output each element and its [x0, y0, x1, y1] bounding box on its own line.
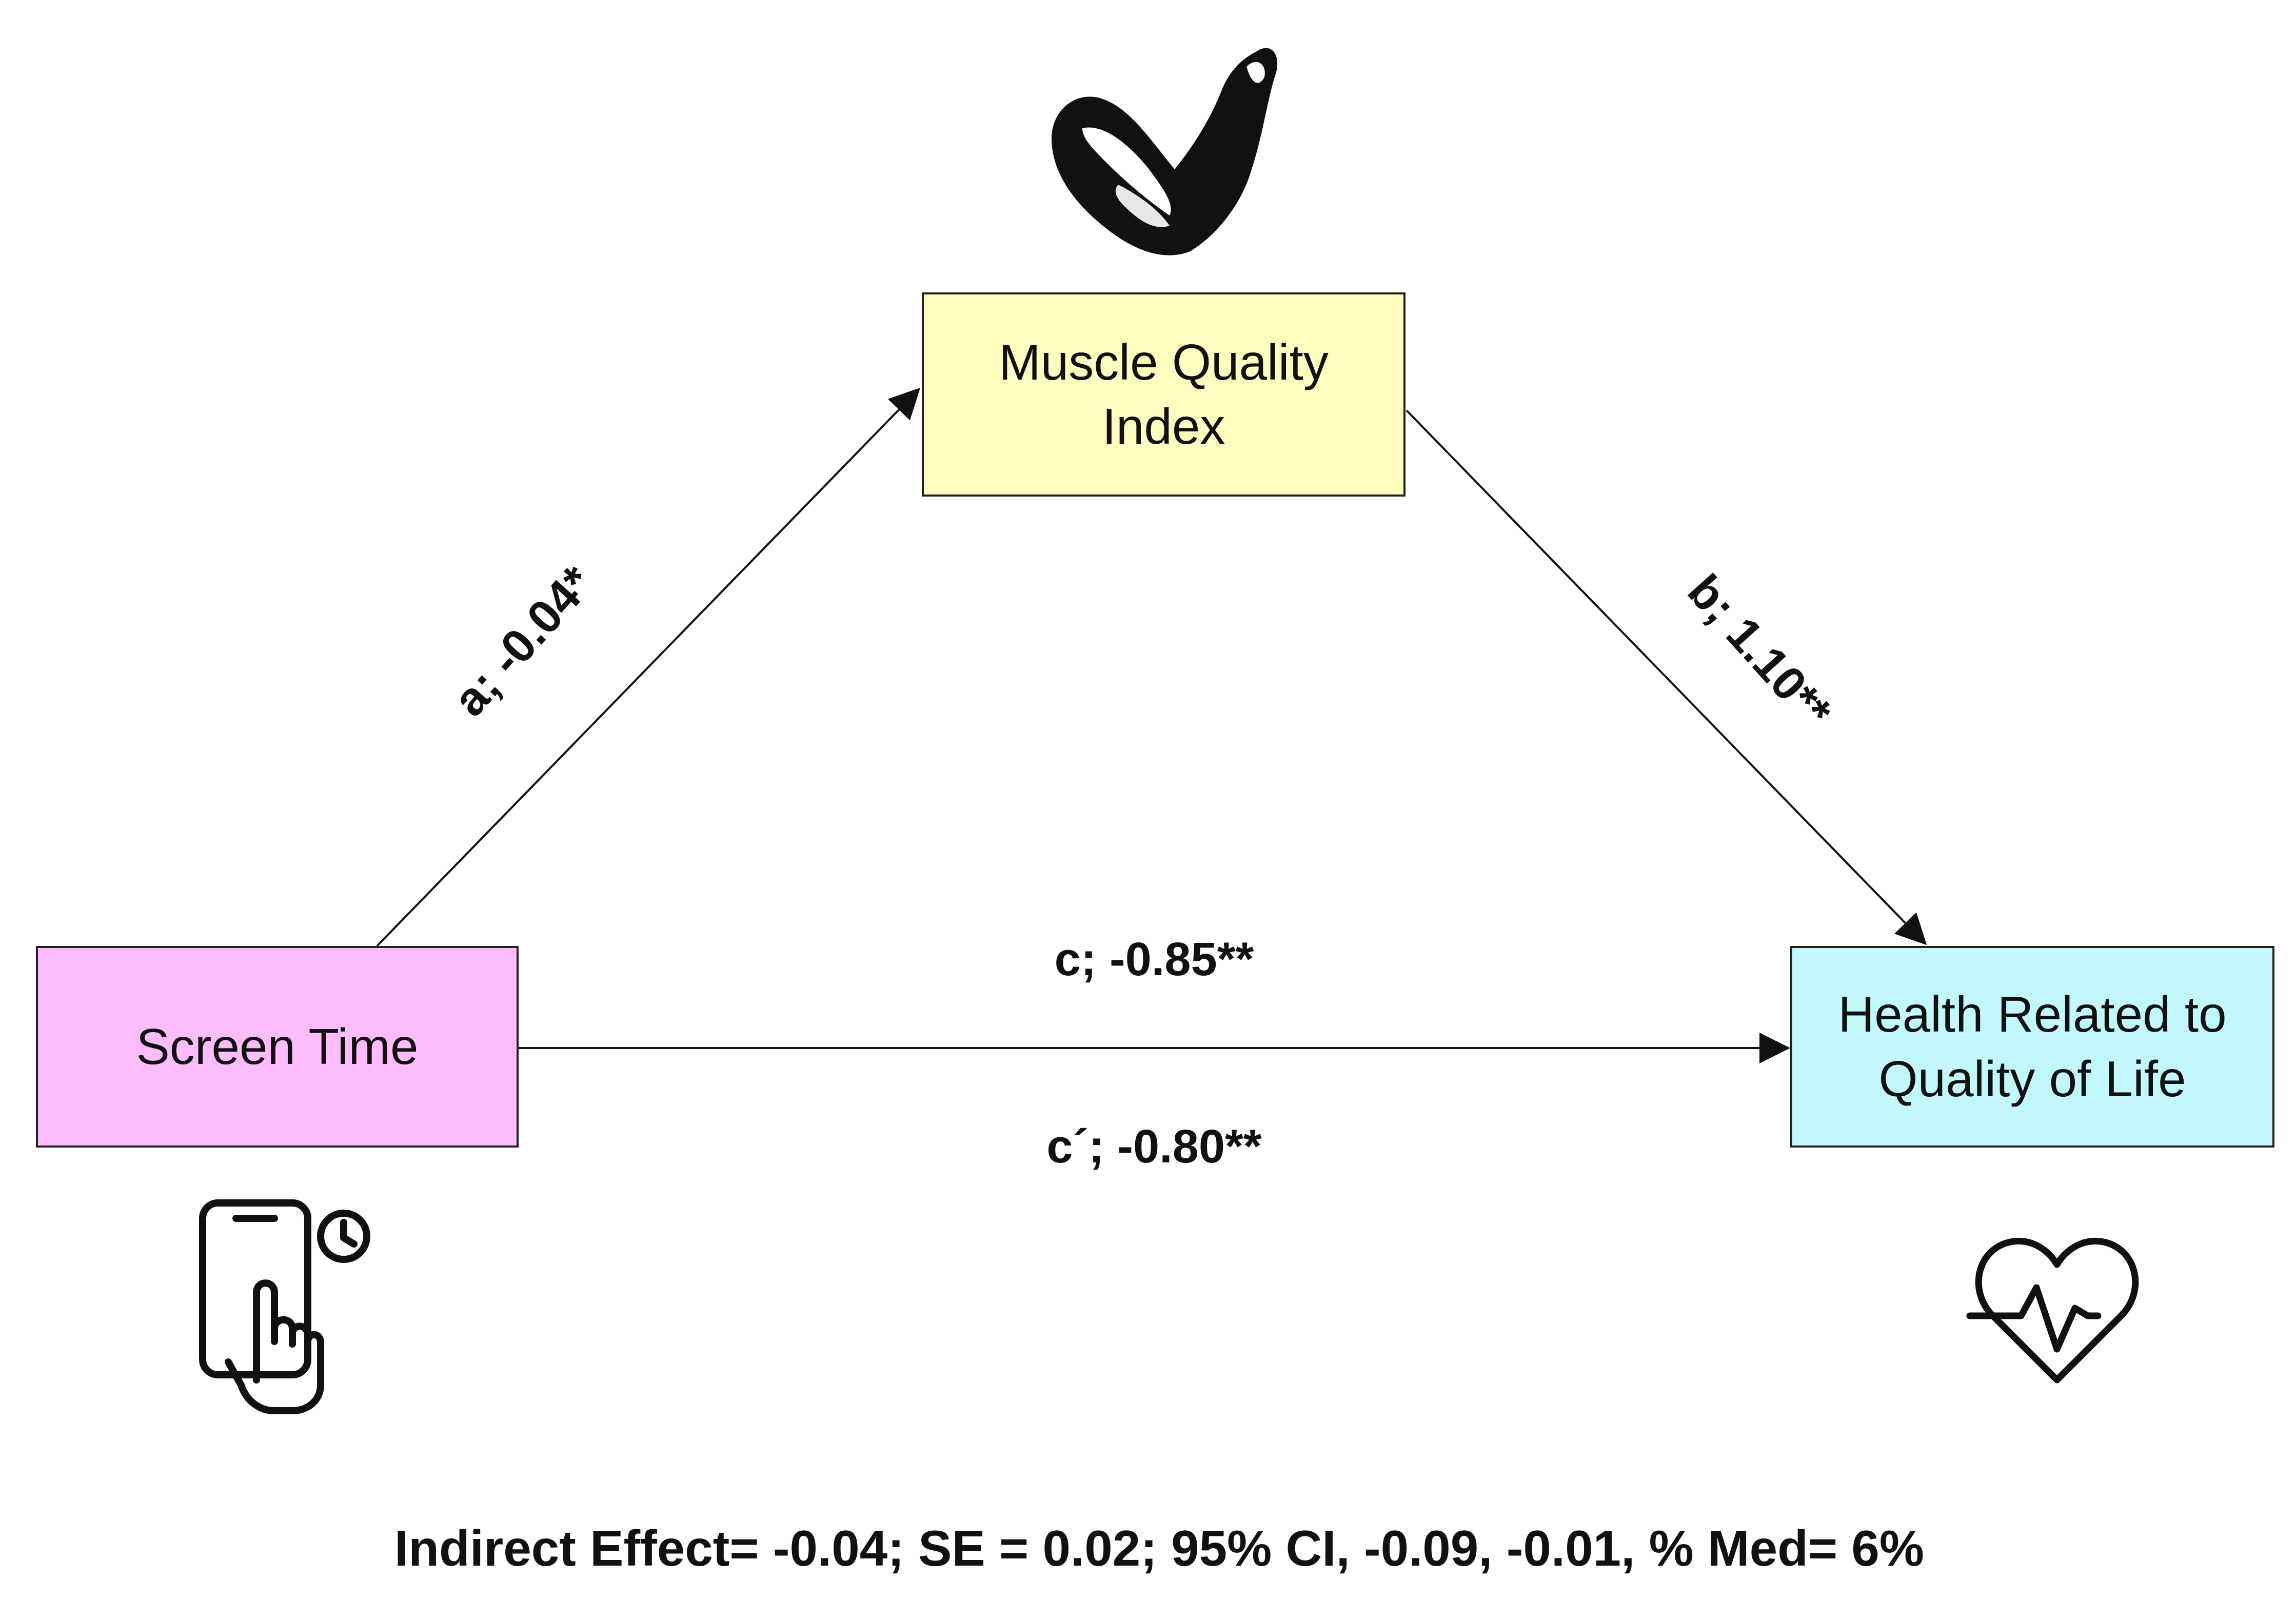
indirect-effect-summary: Indirect Effect= -0.04; SE = 0.02; 95% C…	[394, 1520, 1925, 1576]
path-c-coefficient: c; -0.85**	[1054, 933, 1254, 985]
predictor-label: Screen Time	[136, 1018, 419, 1075]
outcome-label-line2: Quality of Life	[1878, 1050, 2186, 1107]
health-related-quality-of-life-node: Health Related to Quality of Life	[1790, 946, 2274, 1148]
muscle-quality-index-node: Muscle Quality Index	[922, 292, 1406, 497]
mediator-label-line2: Index	[1102, 398, 1225, 455]
outcome-label-line1: Health Related to	[1838, 986, 2227, 1043]
heart-pulse-icon	[1966, 1237, 2139, 1384]
path-b-arrow	[1406, 409, 1927, 945]
phone-touch-clock-icon	[199, 1199, 370, 1414]
mediator-label-line1: Muscle Quality	[999, 333, 1329, 390]
screen-time-node: Screen Time	[36, 946, 519, 1148]
path-a-arrow	[376, 387, 921, 947]
flexed-arm-icon	[1052, 48, 1278, 255]
path-c-prime-coefficient: c´; -0.80**	[1046, 1120, 1262, 1173]
